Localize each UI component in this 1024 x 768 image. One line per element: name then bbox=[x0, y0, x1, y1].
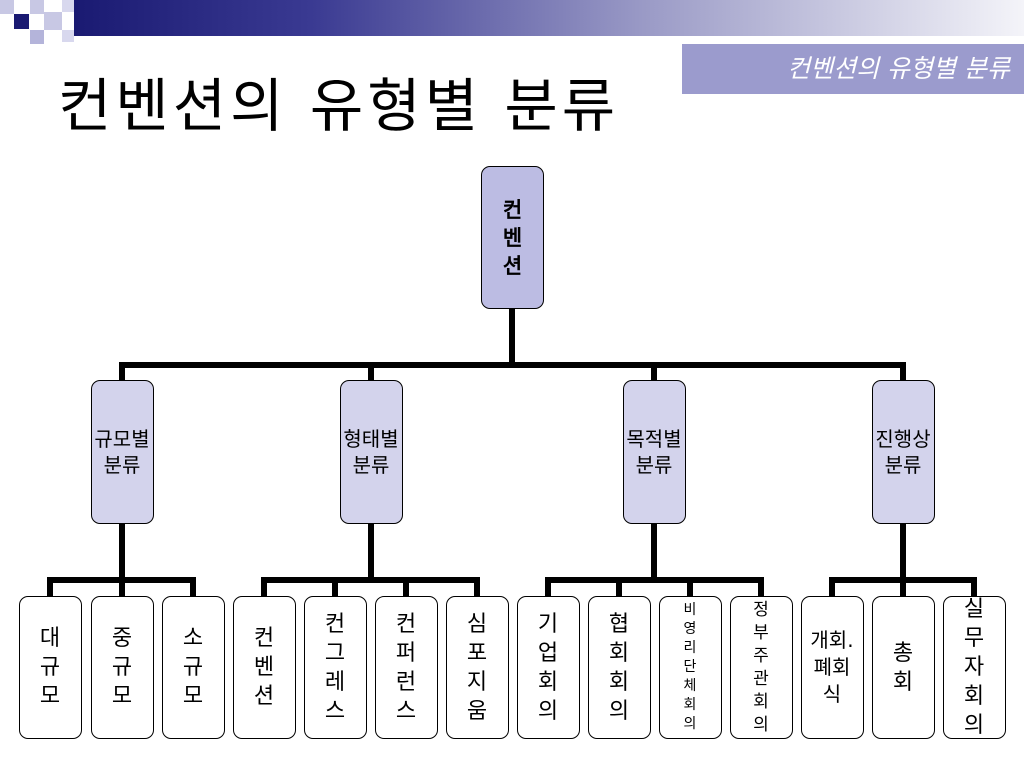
leaf-node: 소규모 bbox=[161, 596, 225, 739]
category-node: 진행상분류 bbox=[871, 380, 935, 524]
connector-leaf-drop bbox=[758, 580, 764, 596]
leaf-node: 기업회의 bbox=[516, 596, 580, 739]
corner-square-decoration bbox=[30, 30, 44, 44]
leaf-node: 총회 bbox=[871, 596, 935, 739]
corner-square-decoration bbox=[30, 0, 44, 14]
connector-leaf-drop bbox=[332, 580, 338, 596]
category-node: 형태별분류 bbox=[339, 380, 403, 524]
connector-leaf-drop bbox=[900, 580, 906, 596]
leaf-node: 비영리단체회의 bbox=[658, 596, 722, 739]
connector-category-drop bbox=[119, 362, 125, 380]
connector-child-trunk bbox=[900, 524, 906, 580]
header-tag-box: 컨벤션의 유형별 분류 bbox=[682, 44, 1024, 94]
root-node: 컨벤션 bbox=[481, 166, 544, 309]
connector-leaf-drop bbox=[47, 580, 53, 596]
leaf-node: 개회.폐회식 bbox=[800, 596, 864, 739]
connector-leaf-drop bbox=[829, 580, 835, 596]
connector-child-bus bbox=[261, 577, 480, 583]
connector-leaf-drop bbox=[403, 580, 409, 596]
connector-child-trunk bbox=[651, 524, 657, 580]
category-node: 목적별분류 bbox=[622, 380, 686, 524]
leaf-node: 컨퍼런스 bbox=[374, 596, 438, 739]
leaf-node: 정부주관회의 bbox=[729, 596, 793, 739]
corner-square-decoration bbox=[62, 30, 74, 42]
connector-leaf-drop bbox=[190, 580, 196, 596]
connector-child-bus bbox=[545, 577, 764, 583]
leaf-node: 실무자회의 bbox=[942, 596, 1006, 739]
connector-child-trunk bbox=[368, 524, 374, 580]
connector-category-bus bbox=[119, 362, 906, 368]
category-node: 규모별분류 bbox=[90, 380, 154, 524]
connector-leaf-drop bbox=[119, 580, 125, 596]
leaf-node: 중규모 bbox=[90, 596, 154, 739]
connector-leaf-drop bbox=[261, 580, 267, 596]
header-gradient-bar bbox=[74, 0, 1024, 36]
connector-leaf-drop bbox=[545, 580, 551, 596]
corner-square-decoration bbox=[0, 0, 14, 14]
leaf-node: 컨그레스 bbox=[303, 596, 367, 739]
connector-root-trunk bbox=[509, 309, 515, 366]
connector-leaf-drop bbox=[687, 580, 693, 596]
page-title: 컨벤션의 유형별 분류 bbox=[58, 72, 620, 140]
connector-leaf-drop bbox=[474, 580, 480, 596]
leaf-node: 컨벤션 bbox=[232, 596, 296, 739]
corner-square-decoration bbox=[14, 14, 29, 29]
leaf-node: 대규모 bbox=[18, 596, 82, 739]
connector-leaf-drop bbox=[971, 580, 977, 596]
leaf-node: 심포지움 bbox=[445, 596, 509, 739]
leaf-node: 협회회의 bbox=[587, 596, 651, 739]
connector-category-drop bbox=[368, 362, 374, 380]
connector-leaf-drop bbox=[616, 580, 622, 596]
corner-square-decoration bbox=[62, 0, 74, 12]
corner-square-decoration bbox=[44, 12, 62, 30]
header-tag-label: 컨벤션의 유형별 분류 bbox=[787, 54, 1010, 83]
connector-category-drop bbox=[900, 362, 906, 380]
connector-category-drop bbox=[651, 362, 657, 380]
connector-child-trunk bbox=[119, 524, 125, 580]
